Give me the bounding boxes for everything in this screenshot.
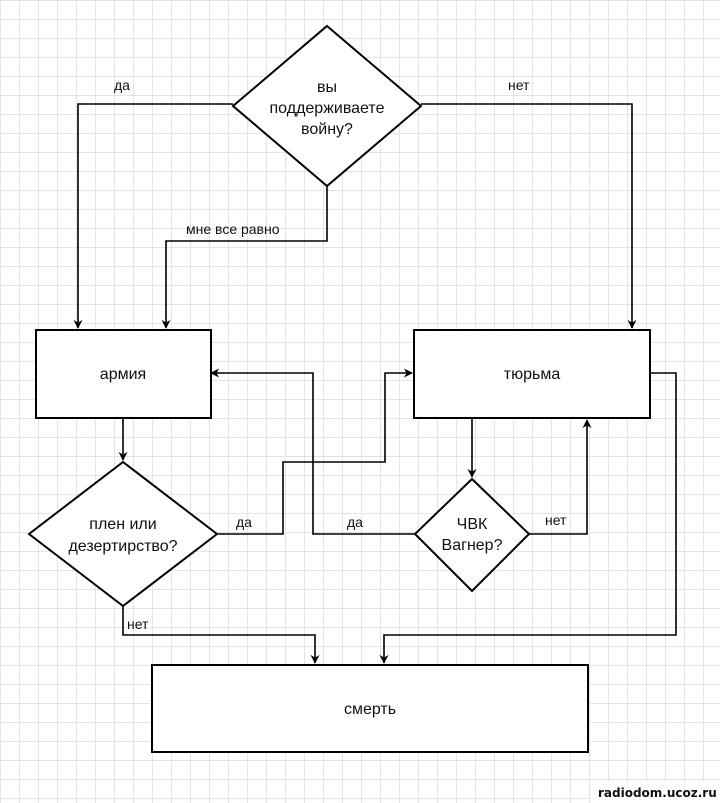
edge-desert-no-to-death <box>122 606 320 664</box>
watermark-background <box>590 782 720 803</box>
edge-war-dontcare-to-army <box>161 186 328 329</box>
edge-war-no-to-prison <box>421 103 637 329</box>
node-prison: тюрьма <box>413 329 651 419</box>
edge-desert-yes-to-prison <box>217 368 413 535</box>
question-war-line-2: поддерживаете <box>270 100 385 117</box>
edge-war-yes-to-army <box>73 103 233 329</box>
label-war-dontcare: мне все равно <box>186 221 280 237</box>
question-war-line-1: вы <box>317 79 337 96</box>
question-desert-line-1: плен или <box>89 516 156 533</box>
question-desert-line-2: дезертирство? <box>68 538 177 555</box>
node-question-wagner: ЧВК Вагнер? <box>413 477 531 593</box>
edge-wagner-yes-to-army <box>210 368 415 535</box>
death-label: смерть <box>344 701 396 718</box>
edges <box>73 103 677 664</box>
edge-prison-to-death <box>379 372 677 664</box>
label-wagner-no: нет <box>545 512 567 528</box>
question-wagner-line-1: ЧВК <box>457 516 488 533</box>
node-army: армия <box>35 329 212 419</box>
label-desert-no: нет <box>127 616 149 632</box>
label-wagner-yes: да <box>347 514 363 530</box>
edge-wagner-no-to-prison <box>529 419 592 535</box>
prison-label: тюрьма <box>504 366 561 383</box>
node-question-desert: плен или дезертирство? <box>27 460 219 608</box>
edge-labels: да нет мне все равно да нет да нет <box>114 77 567 632</box>
label-war-yes: да <box>114 77 130 93</box>
node-death: смерть <box>151 664 589 753</box>
node-question-war: вы поддерживаете войну? <box>231 24 423 188</box>
army-label: армия <box>100 366 146 383</box>
watermark: radiodom.ucoz.ru <box>598 786 717 800</box>
label-war-no: нет <box>508 77 530 93</box>
label-desert-yes: да <box>236 514 252 530</box>
question-war-line-3: войну? <box>301 121 353 138</box>
question-wagner-line-2: Вагнер? <box>442 537 503 554</box>
